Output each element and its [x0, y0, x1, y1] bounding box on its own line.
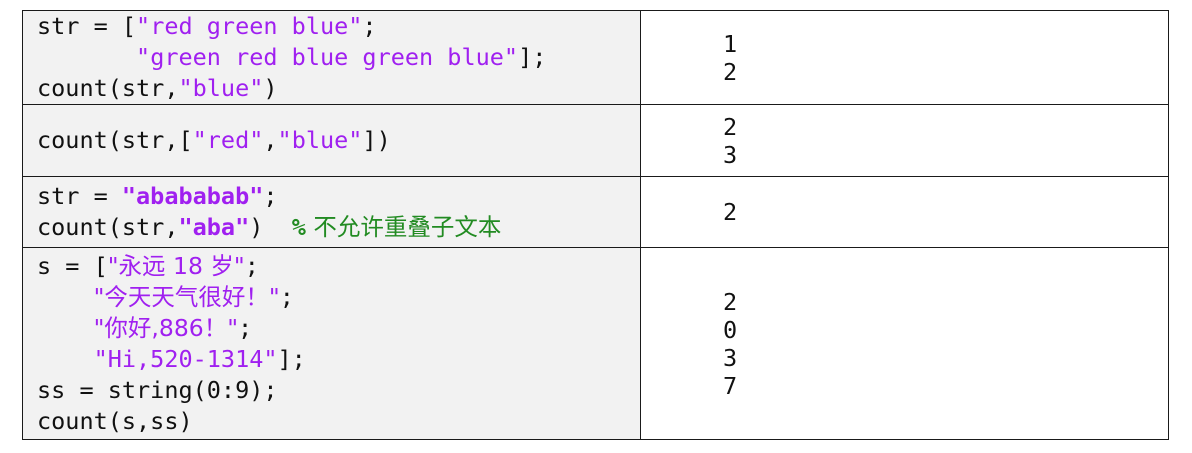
string-literal: "green red blue green blue": [136, 43, 519, 71]
code-line: ss = string(0:9);: [37, 375, 278, 404]
output-value: 2: [723, 287, 738, 316]
output-value: 1: [723, 29, 738, 58]
code-line: count(str,"blue"): [37, 74, 278, 102]
code-line: "你好,886！";: [93, 313, 253, 342]
example-row-1: str = ["red green blue"; "green red blue…: [22, 10, 1169, 105]
code-block-3: str = "abababab"; count(str,"aba") % 不允许重…: [23, 181, 640, 243]
string-literal: "abababab": [121, 182, 264, 210]
output-block-3: 2: [641, 198, 1168, 226]
output-value: 3: [723, 343, 738, 372]
code-cell-3: str = "abababab"; count(str,"aba") % 不允许重…: [22, 176, 641, 248]
string-literal: "永远 18 岁": [107, 251, 245, 280]
examples-table: str = ["red green blue"; "green red blue…: [22, 10, 1169, 440]
code-cell-1: str = ["red green blue"; "green red blue…: [22, 10, 641, 105]
code-line: count(s,ss): [37, 406, 193, 435]
code-block-1: str = ["red green blue"; "green red blue…: [23, 11, 640, 104]
code-cell-2: count(str,["red","blue"]): [22, 104, 641, 177]
string-literal: "Hi,520-1314": [93, 344, 278, 373]
string-literal: "red": [192, 126, 264, 154]
string-literal: "blue": [178, 74, 264, 102]
code-line: "green red blue green blue"];: [136, 43, 547, 71]
code-line: count(str,["red","blue"]): [37, 126, 391, 154]
code-line: str = "abababab";: [37, 182, 278, 210]
output-value: 0: [723, 315, 738, 344]
code-line: str = ["red green blue";: [37, 12, 377, 40]
example-row-3: str = "abababab"; count(str,"aba") % 不允许重…: [22, 176, 1169, 248]
code-block-4: s = ["永远 18 岁"; "今天天气很好！"; "你好,886！"; "H…: [23, 251, 640, 437]
string-literal: "red green blue": [136, 12, 363, 40]
comment-text: 不允许重叠子文本: [305, 213, 502, 241]
code-line: "Hi,520-1314"];: [93, 344, 306, 373]
string-literal: "aba": [178, 213, 250, 241]
code-cell-4: s = ["永远 18 岁"; "今天天气很好！"; "你好,886！"; "H…: [22, 247, 641, 440]
output-value: 7: [723, 371, 738, 400]
output-value: 2: [723, 198, 738, 226]
output-value: 3: [723, 140, 738, 169]
string-literal: "blue": [277, 126, 363, 154]
code-line: count(str,"aba") % 不允许重叠子文本: [37, 213, 502, 241]
code-line: s = ["永远 18 岁";: [37, 251, 259, 280]
comment-marker: %: [291, 213, 306, 241]
output-cell-3: 2: [640, 176, 1169, 248]
example-row-4: s = ["永远 18 岁"; "今天天气很好！"; "你好,886！"; "H…: [22, 247, 1169, 440]
string-literal: "你好,886！": [93, 313, 239, 342]
output-value: 2: [723, 112, 738, 141]
code-block-2: count(str,["red","blue"]): [23, 125, 640, 156]
output-value: 2: [723, 57, 738, 86]
string-literal: "今天天气很好！": [93, 282, 280, 311]
code-line: "今天天气很好！";: [93, 282, 294, 311]
